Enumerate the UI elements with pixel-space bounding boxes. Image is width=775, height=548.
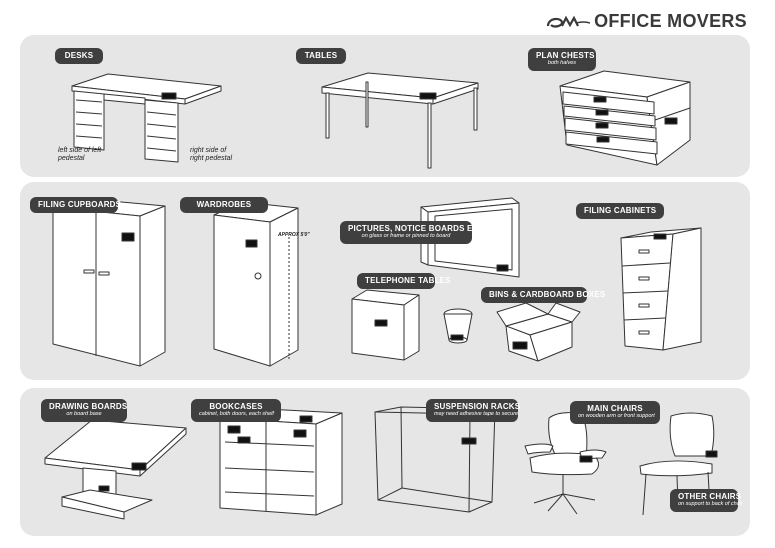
telephone-table-illustration — [351, 289, 420, 361]
brand-name: OFFICE MOVERS — [594, 11, 747, 31]
om-logo-icon — [546, 15, 591, 28]
bookcase-illustration — [219, 407, 343, 516]
filing-cabinet-illustration — [620, 227, 702, 351]
label-bins: BINS & CARDBOARD BOXES — [481, 287, 605, 303]
label-drawing-boards: DRAWING BOARDS on board base — [41, 399, 127, 422]
plan-chest-illustration — [559, 70, 691, 166]
label-filing-cabinets: FILING CABINETS — [576, 203, 664, 219]
label-bookcases: BOOKCASES cabinet, both doors, each shel… — [191, 399, 281, 422]
filing-cupboard-illustration — [52, 197, 166, 367]
bin-illustration — [443, 308, 473, 344]
label-desks: DESKS — [55, 48, 103, 64]
box-illustration — [496, 302, 581, 362]
desk-right-note: right side of right pedestal — [190, 147, 233, 162]
label-filing-cupboards: FILING CUPBOARDS — [30, 197, 121, 213]
main-chair-illustration — [524, 412, 607, 515]
wardrobe-illustration — [213, 201, 299, 367]
label-pictures: PICTURES, NOTICE BOARDS ETC. on glass or… — [340, 221, 486, 244]
desk-illustration — [71, 73, 222, 163]
drawing-board-illustration — [44, 419, 187, 520]
label-suspension-racks: SUSPENSION RACKS may need adhesive tape … — [426, 399, 520, 422]
suspension-rack-illustration — [374, 406, 496, 513]
label-wardrobes: WARDROBES — [180, 197, 268, 213]
table-illustration — [321, 72, 479, 169]
label-main-chairs: MAIN CHAIRS on wooden arm or front suppo… — [570, 401, 660, 424]
label-other-chairs: OTHER CHAIRS on support to back of chair — [670, 489, 743, 512]
wardrobe-height-note: APPROX 5'0" — [278, 232, 310, 238]
label-tables: TABLES — [296, 48, 346, 64]
label-plan-chests: PLAN CHESTS both halves — [528, 48, 596, 71]
brand: OFFICE MOVERS — [546, 11, 747, 32]
label-telephone-tables: TELEPHONE TABLES — [357, 273, 451, 289]
desk-left-note: left side of left pedestal — [58, 147, 102, 162]
